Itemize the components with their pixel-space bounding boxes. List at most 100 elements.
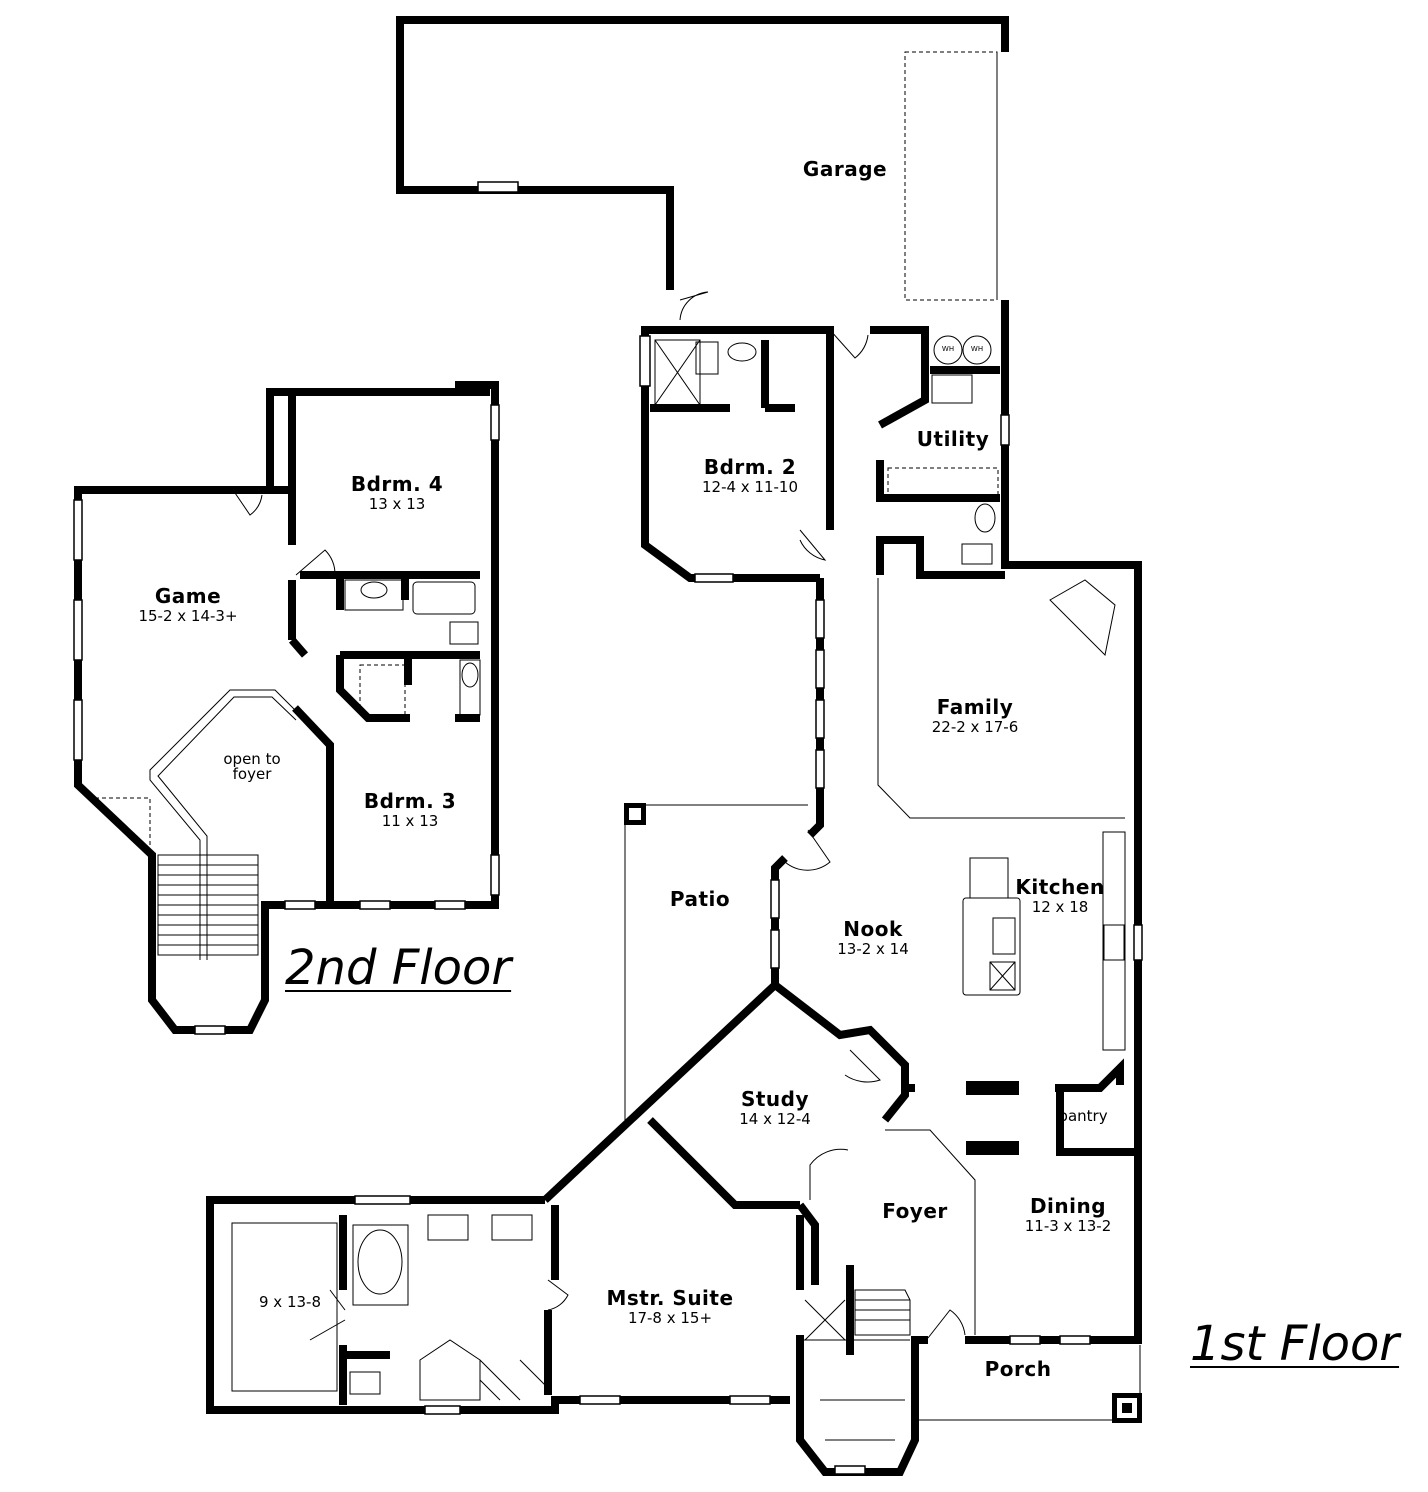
porch-post-core [1122, 1403, 1132, 1413]
closet-dimensions: 9 x 13-8 [259, 1293, 321, 1311]
room-dimensions: 12-4 x 11-10 [701, 478, 799, 496]
foyer-label: Foyer [882, 1199, 948, 1223]
toilet [961, 543, 993, 565]
pantry-wall [1055, 1058, 1124, 1092]
first-floor-title: 1st Floor [1190, 1316, 1400, 1372]
room-nook: Nook 13-2 x 14 [837, 918, 909, 958]
garage-door [904, 51, 998, 301]
vanity-sink [427, 1214, 469, 1241]
room-kitchen: Kitchen 12 x 18 [1015, 876, 1104, 916]
garage-right-wall [965, 300, 1142, 1344]
posts [624, 803, 1142, 1423]
utility-counter [887, 467, 999, 497]
toilet [349, 1371, 381, 1395]
room-dining: Dining 11-3 x 13-2 [1025, 1195, 1112, 1235]
bdrm4-top-wall [266, 388, 490, 494]
bar-seat [969, 857, 1009, 899]
vanity [459, 659, 481, 716]
open-to-foyer-label: open to foyer [223, 752, 280, 782]
water-heater [962, 335, 992, 365]
windows [73, 181, 1143, 1475]
utility-wall [870, 326, 929, 429]
family-outline [877, 578, 1125, 819]
water-heater-label: WH [941, 345, 955, 353]
shower [419, 1339, 481, 1401]
kitchen-island [962, 897, 1021, 996]
fireplace [1049, 579, 1116, 657]
counter [966, 1141, 1019, 1155]
sink [727, 342, 757, 362]
sink-basin [360, 581, 388, 599]
bath-wall-2 [336, 655, 410, 722]
room-bdrm2: Bdrm. 2 12-4 x 11-10 [702, 456, 798, 496]
vanity-sink [491, 1214, 533, 1241]
water-heater [933, 335, 963, 365]
sink-basin [461, 662, 479, 688]
second-floor-stairs [94, 689, 301, 960]
utility-wall-3 [876, 536, 1005, 579]
cooktop [1103, 924, 1125, 961]
foyer-outline [885, 1129, 976, 1335]
bdrm2-wall [641, 326, 820, 582]
room-dimensions: 11-3 x 13-2 [1024, 1217, 1112, 1235]
room-dimensions: 12 x 18 [1031, 898, 1089, 916]
stair-lines [479, 1359, 546, 1401]
room-dimensions: 11 x 13 [381, 812, 439, 830]
garage-label: Garage [802, 157, 888, 181]
counter [966, 1081, 1019, 1095]
room-name: Family [936, 695, 1014, 719]
room-name: Nook [843, 917, 903, 941]
walls [74, 16, 1142, 1476]
closet-shelf [359, 664, 406, 716]
open-label-line1: open to [223, 750, 281, 768]
room-dimensions: 13-2 x 14 [837, 940, 909, 958]
door-swings [232, 291, 966, 1341]
shower [654, 339, 701, 406]
first-floor-stairs [800, 1289, 911, 1441]
room-bdrm4: Bdrm. 4 13 x 13 [351, 473, 443, 513]
toilet [695, 341, 719, 375]
stair-wall [796, 1202, 819, 1285]
water-heater-label: WH [970, 345, 984, 353]
washer [931, 374, 973, 404]
room-name: Kitchen [1015, 875, 1105, 899]
room-name: Game [154, 584, 222, 608]
bdrm2-top-wall [680, 326, 834, 530]
room-dimensions: 13 x 13 [368, 495, 426, 513]
front-bay-wall [796, 1335, 928, 1476]
room-family: Family 22-2 x 17-6 [932, 696, 1019, 736]
room-name: Study [740, 1087, 810, 1111]
room-dimensions: 22-2 x 17-6 [931, 718, 1019, 736]
nook-wall-2 [542, 855, 788, 1203]
room-dimensions: 15-2 x 14-3+ [138, 607, 238, 625]
study-wall-2 [647, 1117, 800, 1209]
room-bdrm3: Bdrm. 3 11 x 13 [364, 790, 456, 830]
pantry-wall-2 [1056, 1088, 1138, 1156]
toilet [449, 621, 479, 645]
sink [992, 917, 1016, 955]
room-name: Mstr. Suite [606, 1286, 734, 1310]
room-name: Bdrm. 2 [703, 455, 797, 479]
kitchen-counter [1102, 831, 1126, 1051]
bathtub [412, 581, 476, 615]
thin-lines [73, 51, 1143, 1475]
garage-wall [396, 16, 1009, 290]
dishwasher [989, 961, 1016, 991]
patio-post-inner [629, 808, 641, 820]
room-name: Bdrm. 3 [363, 789, 457, 813]
study-wall [772, 981, 909, 1123]
room-master-suite: Mstr. Suite 17-8 x 15+ [606, 1287, 733, 1327]
sink [344, 579, 404, 611]
second-floor-title: 2nd Floor [285, 940, 512, 996]
closet-outline [231, 1222, 338, 1392]
tub-basin [357, 1229, 403, 1295]
tub [352, 1224, 409, 1306]
sink [974, 503, 996, 533]
room-dimensions: 17-8 x 15+ [627, 1309, 713, 1327]
utility-wall-2 [876, 460, 1000, 502]
open-label-line2: foyer [232, 765, 272, 783]
pantry-label: pantry [1058, 1107, 1108, 1125]
room-study: Study 14 x 12-4 [739, 1088, 811, 1128]
patio-outline [624, 804, 808, 1120]
